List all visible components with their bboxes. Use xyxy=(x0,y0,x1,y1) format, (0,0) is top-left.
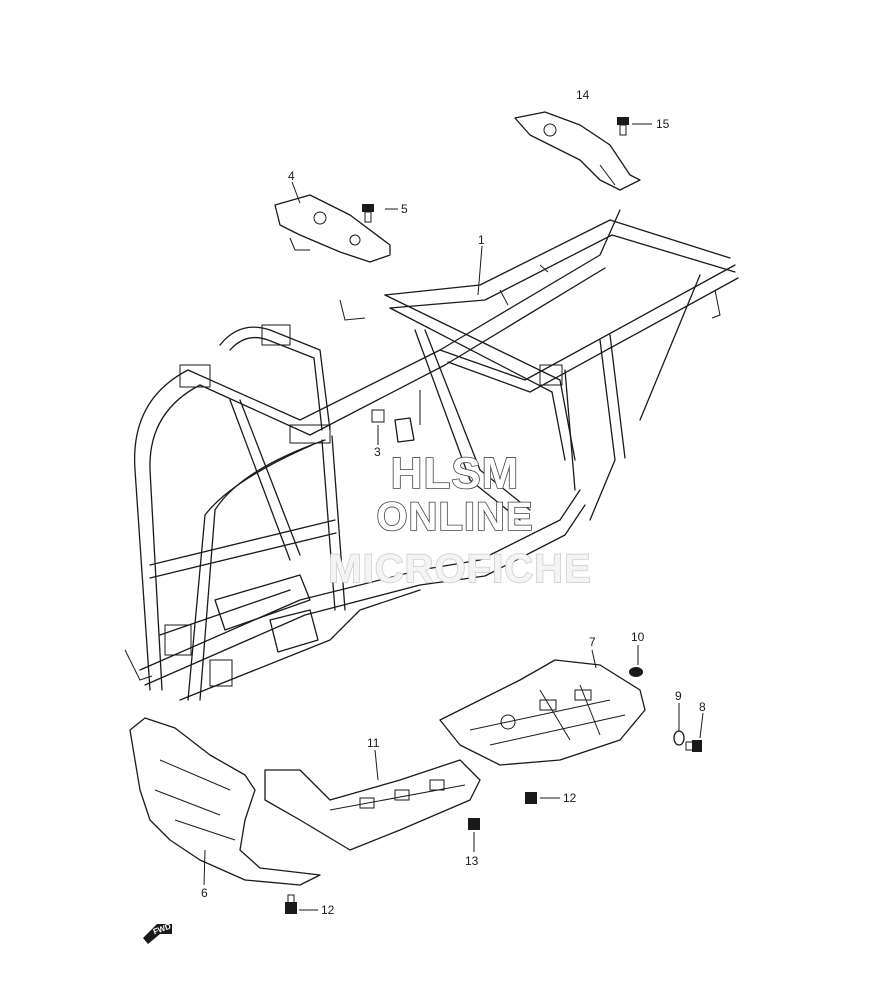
callout-1: 1 xyxy=(478,233,485,247)
callout-4: 4 xyxy=(288,169,295,183)
callout-9: 9 xyxy=(675,689,682,703)
callout-11: 11 xyxy=(367,736,380,750)
fastener-bolt-5 xyxy=(362,204,374,223)
callout-7: 7 xyxy=(589,635,596,649)
watermark-line-1: HLSM xyxy=(391,449,520,498)
callout-12b: 12 xyxy=(321,903,335,917)
callout-12a: 12 xyxy=(563,791,577,805)
bumper-part-6 xyxy=(129,717,321,886)
bracket-part-4 xyxy=(274,194,391,263)
fastener-nut-10 xyxy=(629,667,643,677)
fwd-label: FWD xyxy=(152,922,172,937)
leader-lines xyxy=(203,123,704,911)
callout-5: 5 xyxy=(401,202,408,216)
fastener-bolt-13 xyxy=(468,818,480,830)
fastener-bolt-15 xyxy=(617,117,629,136)
skid-plate-part-7 xyxy=(439,659,646,766)
frame-assembly xyxy=(124,209,739,701)
callout-6: 6 xyxy=(201,886,208,900)
watermark-line-3: MICROFICHE xyxy=(328,547,591,591)
callout-13: 13 xyxy=(465,854,479,868)
fastener-washer-9 xyxy=(673,730,685,746)
bracket-part-3 xyxy=(371,409,415,443)
callout-3: 3 xyxy=(374,445,381,459)
callout-8: 8 xyxy=(699,700,706,714)
callout-10: 10 xyxy=(631,630,645,644)
fastener-bolt-8 xyxy=(685,740,702,752)
forward-direction-arrow: FWD xyxy=(143,922,172,944)
skid-plate-part-11 xyxy=(264,759,481,851)
callout-14: 14 xyxy=(576,88,590,102)
callout-15: 15 xyxy=(656,117,670,131)
fastener-bolt-12b xyxy=(285,894,297,914)
watermark: HLSM ONLINE MICROFICHE xyxy=(328,448,592,592)
bracket-part-14 xyxy=(514,111,641,191)
watermark-line-2: ONLINE xyxy=(376,495,533,539)
fastener-bolt-12a xyxy=(525,792,537,804)
callout-labels: 1 3 4 5 6 7 8 9 10 11 12 12 13 14 15 xyxy=(201,88,706,917)
